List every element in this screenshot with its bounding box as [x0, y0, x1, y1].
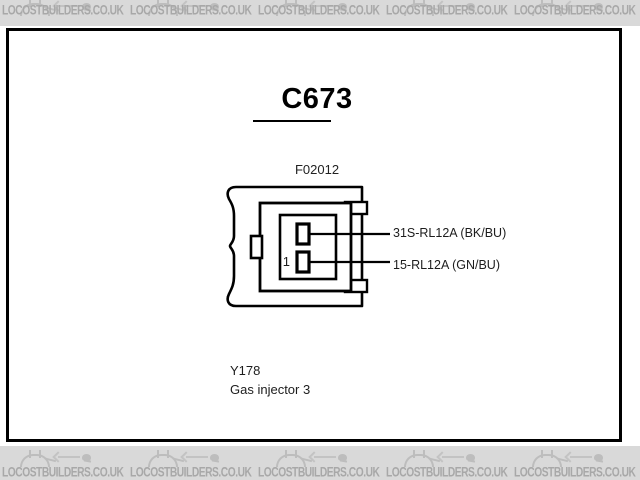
connector-svg: 1 — [226, 185, 390, 308]
connector-key-notch — [249, 234, 264, 260]
watermark-unit: LOCOSTBUILDERS.CO.UK — [512, 446, 640, 480]
connector-drawing: 1 — [214, 184, 404, 324]
watermark-unit: LOCOSTBUILDERS.CO.UK — [384, 446, 512, 480]
pin-slot-lower — [295, 250, 311, 274]
page-title: C673 — [281, 83, 353, 115]
watermark-text: LOCOSTBUILDERS.CO.UK — [514, 3, 636, 18]
watermark-unit: LOCOSTBUILDERS.CO.UK — [0, 446, 128, 480]
pin-label-lower: 15-RL12A (GN/BU) — [393, 258, 500, 272]
watermark-text: LOCOSTBUILDERS.CO.UK — [386, 3, 508, 18]
pin-number-label: 1 — [283, 254, 290, 269]
watermark-unit: LOCOSTBUILDERS.CO.UK — [0, 0, 128, 26]
watermark-text: LOCOSTBUILDERS.CO.UK — [386, 465, 508, 480]
pin-slot-upper — [295, 222, 311, 246]
watermark-strip: LOCOSTBUILDERS.CO.UK LOCOSTBUILDERS.CO.U… — [0, 446, 640, 480]
diagram-sub-code: F02012 — [294, 162, 340, 177]
watermark-unit: LOCOSTBUILDERS.CO.UK — [128, 0, 256, 26]
watermark-unit: LOCOSTBUILDERS.CO.UK — [512, 0, 640, 26]
component-name: Gas injector 3 — [230, 382, 311, 397]
watermark-text: LOCOSTBUILDERS.CO.UK — [2, 3, 124, 18]
component-code: Y178 — [230, 363, 261, 378]
watermark-unit: LOCOSTBUILDERS.CO.UK — [128, 446, 256, 480]
watermark-text: LOCOSTBUILDERS.CO.UK — [130, 465, 252, 480]
watermark-unit: LOCOSTBUILDERS.CO.UK — [256, 446, 384, 480]
watermark-unit: LOCOSTBUILDERS.CO.UK — [256, 0, 384, 26]
watermark-text: LOCOSTBUILDERS.CO.UK — [258, 465, 380, 480]
watermark-band-bottom: LOCOSTBUILDERS.CO.UK LOCOSTBUILDERS.CO.U… — [0, 446, 640, 480]
watermark-text: LOCOSTBUILDERS.CO.UK — [258, 3, 380, 18]
title-underline — [253, 120, 331, 122]
diagram-frame: C673 F02012 — [6, 28, 622, 442]
watermark-text: LOCOSTBUILDERS.CO.UK — [514, 465, 636, 480]
component-info: Y178 Gas injector 3 — [230, 361, 310, 399]
watermark-text: LOCOSTBUILDERS.CO.UK — [130, 3, 252, 18]
watermark-strip: LOCOSTBUILDERS.CO.UK LOCOSTBUILDERS.CO.U… — [0, 0, 640, 26]
watermark-unit: LOCOSTBUILDERS.CO.UK — [384, 0, 512, 26]
pin-label-upper: 31S-RL12A (BK/BU) — [393, 226, 507, 240]
watermark-band-top: LOCOSTBUILDERS.CO.UK LOCOSTBUILDERS.CO.U… — [0, 0, 640, 26]
watermark-text: LOCOSTBUILDERS.CO.UK — [2, 465, 124, 480]
